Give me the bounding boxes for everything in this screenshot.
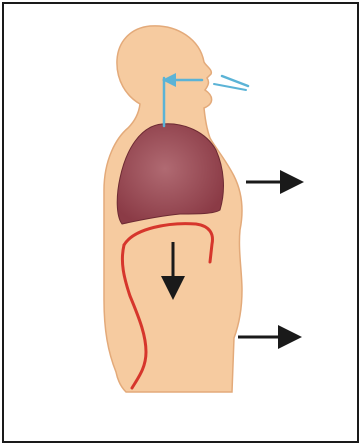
airflow-arrow-icon <box>222 76 248 86</box>
airflow-lower-arrow-icon <box>214 84 246 90</box>
